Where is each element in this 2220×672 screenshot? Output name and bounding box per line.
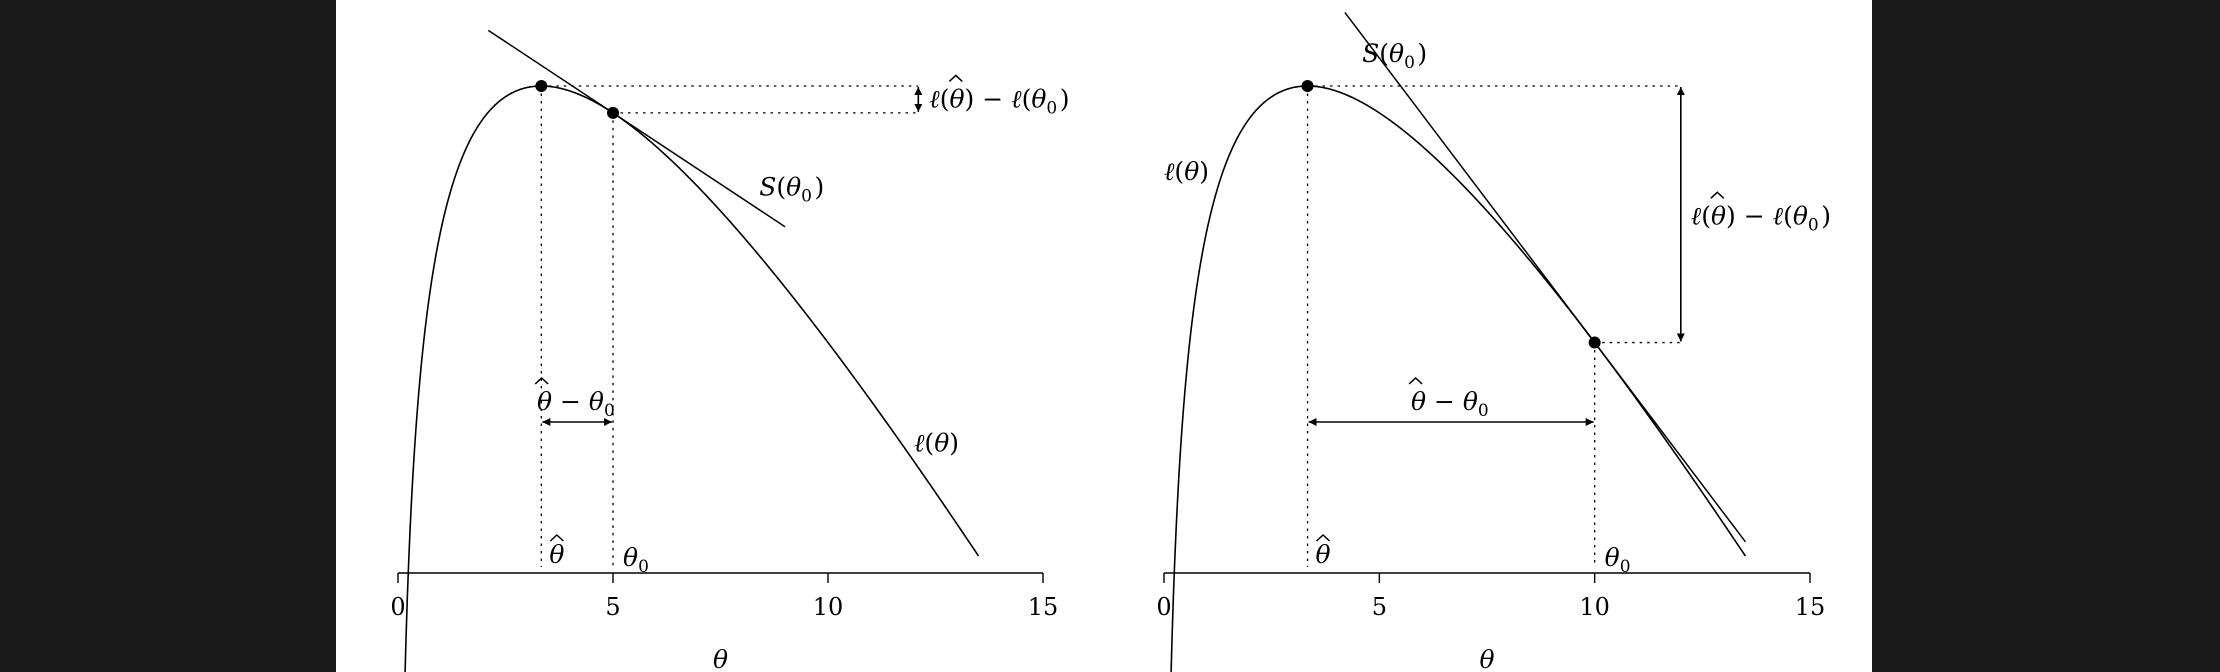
x-tick-label-10: 10 bbox=[1579, 593, 1610, 621]
theta-hat-hat bbox=[1316, 533, 1331, 542]
x-tick-label-15: 15 bbox=[1028, 593, 1059, 621]
panel-right: 0 5 10 15 θ θ θ0 θ − θ0 ℓ(θ) − ℓ(θ0 ) S(θ0 ) ℓ(θ… bbox=[1156, 11, 1831, 672]
theta-diff-label: θ − θ0 bbox=[537, 387, 617, 421]
theta-hat-label: θ bbox=[549, 540, 564, 569]
theta-0-point bbox=[1588, 336, 1601, 349]
x-tick-label-5: 5 bbox=[1372, 593, 1387, 621]
theta-hat-label: θ bbox=[1316, 540, 1331, 569]
theta-0-label: θ0 bbox=[623, 543, 651, 577]
theta-hat-point bbox=[535, 80, 548, 92]
x-tick-label-10: 10 bbox=[813, 593, 844, 621]
score-label: S(θ0 ) bbox=[1362, 39, 1427, 73]
loglik-curve bbox=[404, 85, 980, 672]
theta-diff-hat bbox=[534, 376, 549, 385]
loglik-diff-label: ℓ(θ) − ℓ(θ0 ) bbox=[1691, 201, 1831, 235]
curve-label: ℓ(θ) bbox=[1164, 157, 1209, 186]
x-tick-label-15: 15 bbox=[1795, 593, 1826, 621]
x-tick-label-0: 0 bbox=[390, 593, 405, 621]
theta-diff-label: θ − θ0 bbox=[1411, 387, 1491, 421]
theta-hat-hat bbox=[549, 533, 564, 542]
panel-left: 0 5 10 15 θ θ θ0 θ − θ0 ℓ(θ) − ℓ(θ0 ) S(θ0 ) ℓ(θ… bbox=[390, 29, 1070, 672]
loglik-diff-label: ℓ(θ) − ℓ(θ0 ) bbox=[929, 84, 1069, 118]
theta-diff-hat bbox=[1408, 376, 1423, 385]
loglik-diff-hat bbox=[948, 74, 963, 83]
score-tangent-line bbox=[487, 29, 786, 228]
theta-hat-point bbox=[1301, 80, 1314, 92]
x-axis-label: θ bbox=[1479, 645, 1494, 672]
score-label: S(θ0 ) bbox=[759, 173, 824, 207]
x-tick-label-5: 5 bbox=[605, 593, 620, 621]
theta-0-label: θ0 bbox=[1605, 543, 1633, 577]
score-tangent-line bbox=[1344, 11, 1746, 543]
curve-label: ℓ(θ) bbox=[914, 428, 959, 457]
x-axis-label: θ bbox=[713, 645, 728, 672]
theta-0-point bbox=[607, 106, 619, 119]
loglik-curve bbox=[1170, 85, 1747, 672]
loglik-diff-hat bbox=[1710, 191, 1725, 199]
x-tick-label-0: 0 bbox=[1156, 593, 1171, 621]
